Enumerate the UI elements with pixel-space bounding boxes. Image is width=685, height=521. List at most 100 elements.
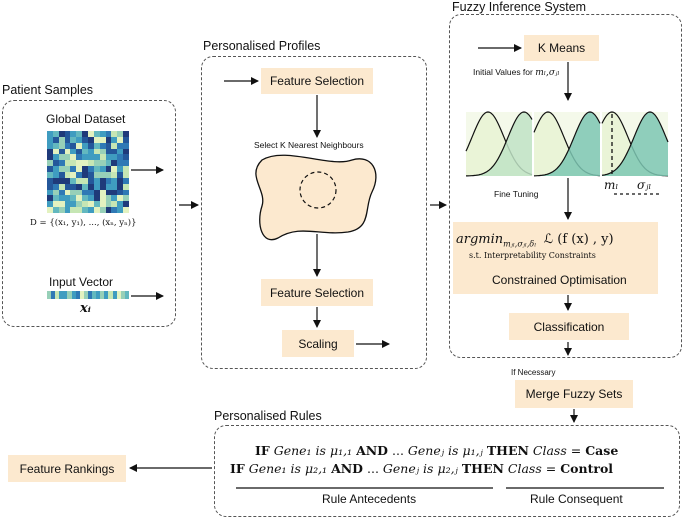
heatmap-cell <box>76 207 83 213</box>
heatmap-cell <box>111 142 118 149</box>
heatmap-cell <box>58 148 65 155</box>
patient-samples-box <box>2 100 176 327</box>
heatmap-cell <box>52 195 59 202</box>
vector-cell <box>55 291 60 299</box>
heatmap-cell <box>52 201 59 208</box>
heatmap-cell <box>58 183 65 190</box>
heatmap-cell <box>70 189 77 196</box>
heatmap-cell <box>123 195 129 202</box>
heatmap-cell <box>123 183 129 190</box>
heatmap-cell <box>117 183 124 190</box>
heatmap-cell <box>123 131 129 137</box>
heatmap-cell <box>99 160 106 167</box>
heatmap-cell <box>111 154 118 161</box>
membership-area <box>602 112 668 176</box>
fuzzy-inference-title: Fuzzy Inference System <box>452 0 587 14</box>
heatmap-cell <box>64 172 71 178</box>
vector-cell <box>100 291 105 299</box>
heatmap-cell <box>117 195 124 202</box>
heatmap-cell <box>47 166 53 172</box>
heatmap-cell <box>105 189 112 196</box>
heatmap-cell <box>99 166 106 172</box>
heatmap-cell <box>117 207 124 213</box>
heatmap-cell <box>58 166 65 172</box>
rule2-value: Control <box>560 461 614 476</box>
heatmap-cell <box>105 177 112 184</box>
global-dataset-heatmap <box>47 131 129 213</box>
heatmap-cell <box>93 166 100 172</box>
rule1-then: THEN <box>486 443 529 458</box>
heatmap-cell <box>58 131 65 137</box>
heatmap-cell <box>82 160 88 167</box>
heatmap-cell <box>117 201 124 208</box>
input-vector-strip <box>47 291 129 299</box>
vector-cell <box>59 291 64 299</box>
heatmap-cell <box>123 189 129 196</box>
heatmap-cell <box>82 166 88 172</box>
heatmap-cell <box>93 136 100 143</box>
heatmap-cell <box>105 136 112 143</box>
rule2-if: IF <box>230 461 245 476</box>
vector-cell <box>75 291 80 299</box>
heatmap-cell <box>58 189 65 196</box>
heatmap-cell <box>58 177 65 184</box>
rule1-mu1: μ₁,₁ <box>329 443 353 458</box>
initial-values-prefix: Initial Values for <box>473 67 533 77</box>
heatmap-cell <box>76 166 83 172</box>
heatmap-cell <box>58 172 65 178</box>
heatmap-cell <box>93 154 100 161</box>
heatmap-cell <box>117 131 124 137</box>
heatmap-cell <box>52 177 59 184</box>
heatmap-cell <box>93 195 100 202</box>
kmeans-box: K Means <box>524 35 599 61</box>
heatmap-cell <box>93 189 100 196</box>
vector-cell <box>79 291 84 299</box>
heatmap-cell <box>47 160 53 167</box>
constraint-text: s.t. Interpretability Constraints <box>469 251 596 260</box>
personalised-profiles-box <box>201 56 427 369</box>
neighbourhood-circle <box>299 171 337 209</box>
heatmap-cell <box>58 136 65 143</box>
loss-function: ℒ (f (x) , y) <box>543 232 614 247</box>
rule2-dots: ... <box>367 461 379 476</box>
heatmap-cell <box>111 172 118 178</box>
heatmap-cell <box>82 177 88 184</box>
membership-curve <box>601 111 669 176</box>
rule2-eq: = <box>545 461 557 476</box>
heatmap-cell <box>99 177 106 184</box>
rule2-and: AND <box>331 461 364 476</box>
heatmap-cell <box>105 195 112 202</box>
heatmap-cell <box>76 131 83 137</box>
heatmap-cell <box>105 142 112 149</box>
heatmap-cell <box>76 136 83 143</box>
heatmap-cell <box>117 148 124 155</box>
heatmap-cell <box>117 136 124 143</box>
heatmap-cell <box>76 160 83 167</box>
heatmap-cell <box>111 136 118 143</box>
vector-cell <box>124 291 129 299</box>
heatmap-cell <box>82 172 88 178</box>
heatmap-cell <box>70 160 77 167</box>
heatmap-cell <box>70 154 77 161</box>
heatmap-cell <box>52 207 59 213</box>
heatmap-cell <box>117 160 124 167</box>
heatmap-cell <box>111 131 118 137</box>
heatmap-cell <box>47 201 53 208</box>
heatmap-cell <box>47 148 53 155</box>
vector-cell <box>112 291 117 299</box>
heatmap-cell <box>58 195 65 202</box>
heatmap-cell <box>70 172 77 178</box>
rule-case: IF Gene₁ is μ₁,₁ AND ... Geneⱼ is μ₁,ⱼ T… <box>255 443 618 458</box>
heatmap-cell <box>99 201 106 208</box>
heatmap-cell <box>52 136 59 143</box>
heatmap-cell <box>64 131 71 137</box>
heatmap-cell <box>88 207 94 213</box>
heatmap-cell <box>93 201 100 208</box>
vector-cell <box>83 291 88 299</box>
rule2-mu2: μ₂,ⱼ <box>437 461 458 476</box>
heatmap-cell <box>82 131 88 137</box>
feature-selection-bottom: Feature Selection <box>261 279 373 306</box>
heatmap-cell <box>93 207 100 213</box>
heatmap-cell <box>64 166 71 172</box>
rule-control: IF Gene₁ is μ₂,₁ AND ... Geneⱼ is μ₂,ⱼ T… <box>230 461 613 476</box>
